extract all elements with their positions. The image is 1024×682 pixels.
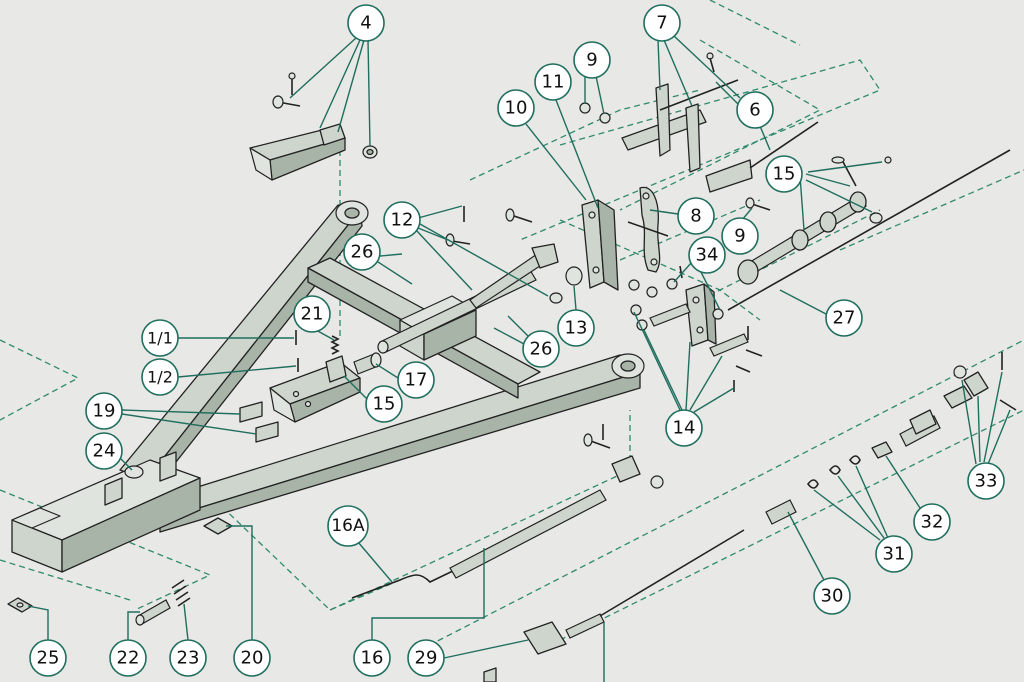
callout-1-2: 1/2: [141, 358, 179, 396]
callout-34: 34: [688, 236, 726, 274]
svg-text:31: 31: [883, 544, 906, 565]
svg-text:12: 12: [391, 210, 414, 231]
turnbuckle-shackles: [806, 352, 1017, 489]
callout-23: 23: [169, 639, 207, 677]
svg-text:11: 11: [542, 72, 565, 93]
leader-lines: [27, 35, 1011, 682]
callout-7: 7: [643, 4, 681, 42]
callout-29: 29: [407, 639, 445, 677]
callout-11: 11: [534, 63, 572, 101]
svg-text:19: 19: [93, 401, 116, 422]
center-plate-assembly: [628, 265, 763, 392]
callout-26-lower: 26: [522, 330, 560, 368]
svg-text:26: 26: [530, 339, 553, 360]
callout-13: 13: [557, 309, 595, 347]
top-bracket-assembly: [249, 72, 378, 181]
linkage-rod: [445, 206, 583, 309]
callout-20: 20: [233, 639, 271, 677]
svg-text:17: 17: [405, 370, 428, 391]
svg-text:27: 27: [833, 308, 856, 329]
svg-text:14: 14: [673, 418, 696, 439]
callout-10: 10: [497, 89, 535, 127]
callout-24: 24: [85, 432, 123, 470]
callout-9-right: 9: [721, 217, 759, 255]
svg-text:15: 15: [373, 394, 396, 415]
svg-text:29: 29: [415, 648, 438, 669]
lower-push-rod: [351, 424, 664, 599]
callout-27: 27: [825, 299, 863, 337]
svg-text:13: 13: [565, 318, 588, 339]
callout-15-right: 15: [765, 155, 803, 193]
a-frame-hitch: [11, 200, 645, 573]
callout-30: 30: [813, 577, 851, 615]
callout-15-lower: 15: [365, 385, 403, 423]
callout-4: 4: [347, 4, 385, 42]
callout-25: 25: [29, 639, 67, 677]
svg-text:21: 21: [301, 304, 324, 325]
callout-33: 33: [967, 462, 1005, 500]
callout-12: 12: [383, 201, 421, 239]
callout-6: 6: [736, 91, 774, 129]
svg-text:26: 26: [351, 242, 374, 263]
callout-9-top: 9: [573, 41, 611, 79]
callout-14: 14: [665, 409, 703, 447]
svg-text:16: 16: [361, 648, 384, 669]
svg-text:9: 9: [734, 226, 745, 247]
svg-text:24: 24: [93, 441, 116, 462]
small-fittings: [7, 517, 233, 626]
svg-text:6: 6: [749, 100, 760, 121]
svg-text:16A: 16A: [331, 516, 365, 536]
svg-text:4: 4: [360, 13, 371, 34]
svg-text:23: 23: [177, 648, 200, 669]
callout-19: 19: [85, 392, 123, 430]
svg-text:20: 20: [241, 648, 264, 669]
lever-brackets: [581, 186, 669, 291]
upper-brackets: [579, 52, 819, 211]
callout-22: 22: [109, 639, 147, 677]
callout-17: 17: [397, 361, 435, 399]
svg-text:25: 25: [37, 648, 60, 669]
svg-text:22: 22: [117, 648, 140, 669]
svg-text:10: 10: [505, 98, 528, 119]
callout-32: 32: [913, 503, 951, 541]
lower-cable-assembly: [483, 499, 797, 682]
svg-text:34: 34: [696, 245, 719, 266]
callout-8: 8: [677, 197, 715, 235]
callout-16: 16: [353, 639, 391, 677]
svg-text:9: 9: [586, 50, 597, 71]
svg-text:30: 30: [821, 586, 844, 607]
svg-text:7: 7: [656, 13, 667, 34]
svg-text:32: 32: [921, 512, 944, 533]
callout-26-upper: 26: [343, 233, 381, 271]
svg-text:8: 8: [690, 206, 701, 227]
spring-bracket: [239, 330, 382, 443]
callout-16a: 16A: [327, 505, 369, 547]
callout-21: 21: [293, 295, 331, 333]
svg-text:1/2: 1/2: [147, 368, 173, 387]
callout-1-1: 1/1: [141, 319, 179, 357]
svg-text:1/1: 1/1: [147, 329, 173, 348]
svg-text:33: 33: [975, 471, 998, 492]
callout-31: 31: [875, 535, 913, 573]
svg-text:15: 15: [773, 164, 796, 185]
